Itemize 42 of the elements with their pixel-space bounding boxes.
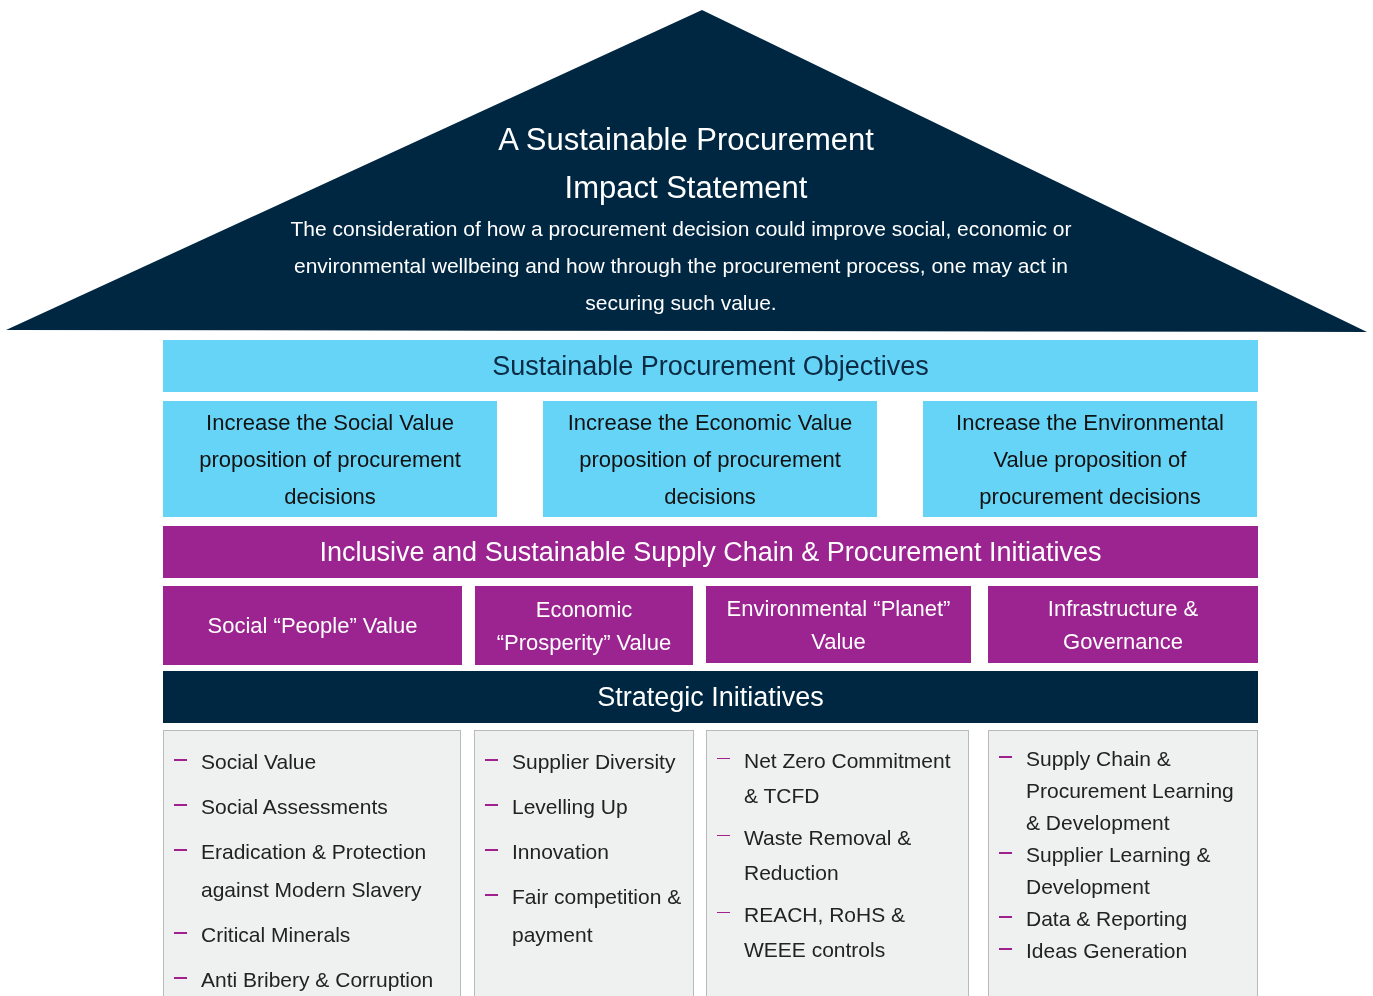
objective-box-text: Increase the Environmental Value proposition of procurement decisions (955, 408, 1225, 511)
objective-box (163, 401, 497, 517)
initiative-text: Levelling Up (512, 794, 628, 820)
category-box-text: Infrastructure & Governance (1046, 594, 1200, 656)
initiative-text: Social Value (201, 749, 317, 775)
category-box (163, 586, 462, 665)
initiative-text: Waste Removal & Reduction (744, 825, 913, 886)
initiatives-panel (988, 730, 1258, 996)
objectives-banner (163, 340, 1258, 392)
initiatives-panel (163, 730, 461, 996)
category-box (988, 586, 1258, 663)
category-box-text: Environmental “Planet” Value (725, 594, 952, 656)
objective-box (543, 401, 877, 517)
initiatives-banner-text: Inclusive and Sustainable Supply Chain & Procurement Initiatives (319, 536, 1102, 568)
objectives-banner-text: Sustainable Procurement Objectives (492, 350, 929, 382)
initiative-text: Net Zero Commitment & TCFD (744, 748, 952, 809)
initiatives-panel (474, 730, 694, 996)
initiative-text: Fair competition & payment (512, 884, 683, 948)
initiative-text: Supplier Learning & Development (1026, 842, 1212, 900)
initiative-text: Ideas Generation (1026, 938, 1188, 964)
category-box (475, 586, 693, 665)
initiative-text: Critical Minerals (201, 922, 351, 948)
initiatives-panel (706, 730, 969, 996)
initiative-text: Anti Bribery & Corruption (201, 967, 434, 993)
impact-statement-text: The consideration of how a procurement decision could improve social, economic or environmental wellbeing and how through the procurement process, one may act in securing such value. (289, 216, 1073, 316)
strategic-banner (163, 671, 1258, 723)
initiative-text: Supplier Diversity (512, 749, 676, 775)
initiatives-banner (163, 526, 1258, 578)
initiative-text: Data & Reporting (1026, 906, 1188, 932)
initiative-text: REACH, RoHS & WEEE controls (744, 902, 907, 963)
initiative-text: Eradication & Protection against Modern Slavery (201, 839, 428, 903)
initiative-text: Supply Chain & Procurement Learning & Development (1026, 746, 1235, 836)
objective-box-text: Increase the Social Value proposition of procurement decisions (198, 408, 462, 511)
category-box-text: Economic “Prosperity” Value (495, 595, 673, 657)
category-box (706, 586, 971, 663)
objective-box-text: Increase the Economic Value proposition of procurement decisions (566, 408, 854, 511)
initiative-text: Social Assessments (201, 794, 388, 820)
category-box-text: Social “People” Value (207, 612, 418, 640)
roof-heading: A Sustainable Procurement Impact Statement (497, 121, 875, 207)
objective-box (923, 401, 1257, 517)
initiative-text: Innovation (512, 839, 609, 865)
strategic-banner-text: Strategic Initiatives (597, 681, 824, 713)
